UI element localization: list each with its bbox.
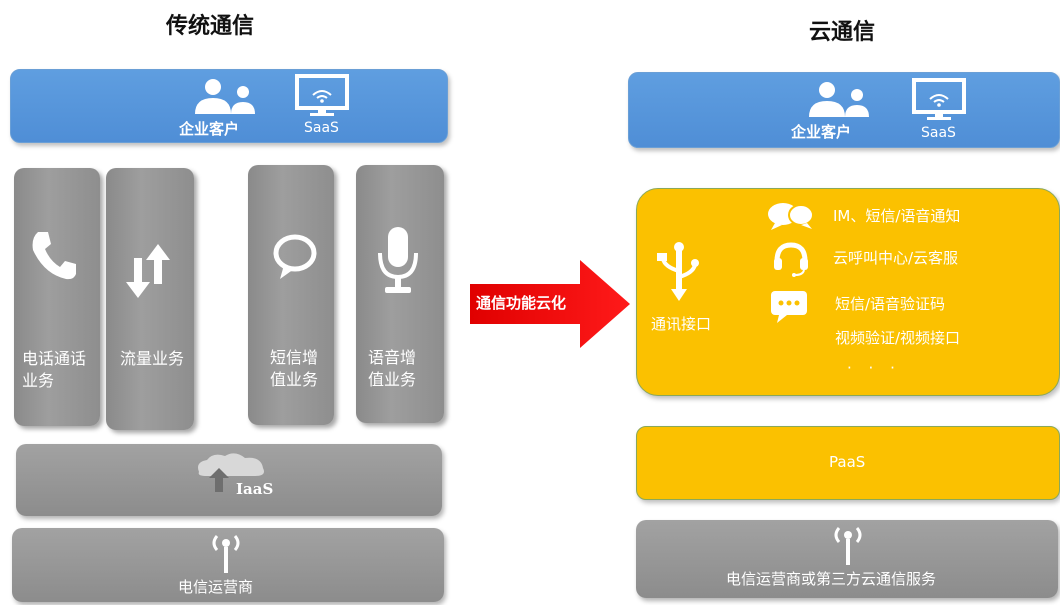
- antenna-icon: [834, 527, 862, 565]
- arrow-label: 通信功能云化: [476, 294, 567, 312]
- headset-icon: [774, 242, 808, 277]
- users-icon: [195, 79, 255, 114]
- transfer-arrows-icon: [126, 244, 170, 298]
- microphone-icon: [378, 227, 418, 293]
- feature-verify-sms: 短信/语音验证码: [835, 295, 946, 313]
- sms-service-line2: 值业务: [270, 370, 319, 389]
- monitor-icon: [912, 78, 966, 120]
- antenna-icon: [212, 535, 240, 573]
- iaas-bar: IaaS: [16, 444, 442, 516]
- cloud-comm-interface-box: 通讯接口 IM、短信/语音通知 云呼叫中心/云客服 短信/语音验证码 视频验证/…: [636, 188, 1060, 396]
- feature-more: · · ·: [847, 359, 901, 377]
- usb-interface-icon: [657, 242, 699, 301]
- phone-service-line1: 电话通话: [22, 349, 87, 368]
- feature-im: IM、短信/语音通知: [833, 207, 961, 225]
- red-arrow-shape: [470, 260, 630, 348]
- cloud-upload-icon: [198, 453, 264, 492]
- left-customer-label: 企业客户: [179, 120, 240, 138]
- phone-service-line2: 业务: [22, 371, 55, 390]
- right-carrier-label: 电信运营商或第三方云通信服务: [726, 570, 937, 588]
- sms-service-line1: 短信增: [270, 348, 319, 367]
- phone-service-column: 电话通话 业务: [14, 168, 100, 426]
- sms-service-column: 短信增 值业务: [248, 165, 334, 425]
- voice-service-line2: 值业务: [368, 370, 417, 389]
- chat-bubbles-icon: [768, 203, 814, 230]
- feature-callcenter: 云呼叫中心/云客服: [833, 249, 959, 267]
- message-dots-icon: [771, 291, 807, 323]
- right-saas-label: SaaS: [921, 125, 956, 141]
- speech-bubble-icon: [273, 234, 317, 279]
- left-title: 传统通信: [165, 14, 254, 39]
- voice-service-column: 语音增 值业务: [356, 165, 444, 423]
- right-customer-label: 企业客户: [791, 123, 852, 141]
- left-carrier-label: 电信运营商: [178, 578, 254, 596]
- monitor-icon: [295, 74, 349, 116]
- paas-label: PaaS: [829, 453, 866, 471]
- left-customer-bar: 企业客户 SaaS: [10, 69, 448, 143]
- data-service-line1: 流量业务: [120, 349, 185, 368]
- left-carrier-bar: 电信运营商: [12, 528, 444, 602]
- users-icon: [809, 82, 869, 117]
- voice-service-line1: 语音增: [368, 348, 417, 367]
- feature-verify-video: 视频验证/视频接口: [835, 329, 961, 347]
- right-carrier-bar: 电信运营商或第三方云通信服务: [636, 520, 1058, 598]
- left-saas-label: SaaS: [304, 120, 339, 136]
- right-title: 云通信: [808, 20, 875, 45]
- data-service-column: 流量业务: [106, 168, 194, 430]
- phone-icon: [32, 232, 76, 280]
- paas-bar: PaaS: [636, 426, 1060, 500]
- right-customer-bar: 企业客户 SaaS: [628, 72, 1060, 148]
- iaas-label: IaaS: [236, 480, 274, 498]
- interface-label: 通讯接口: [651, 315, 712, 333]
